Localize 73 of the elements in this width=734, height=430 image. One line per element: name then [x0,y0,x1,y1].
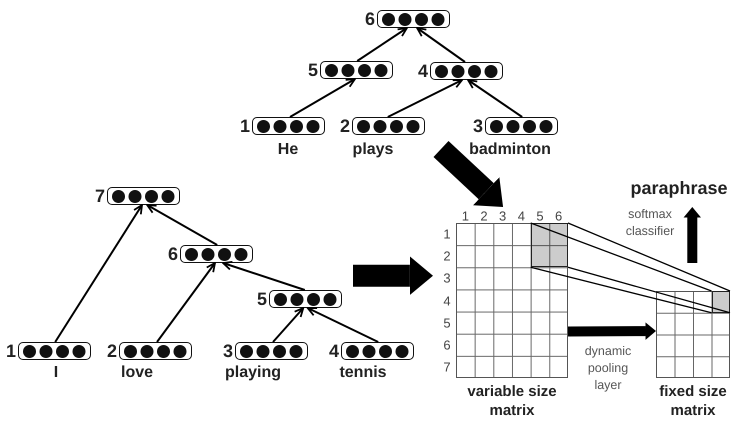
arrow [146,204,218,246]
column-number: 6 [555,208,562,224]
word-label: love [121,364,153,382]
word-label: playing [225,364,281,382]
vector-box [377,10,450,28]
arrow [356,27,408,62]
word-label: I [54,364,58,382]
row-number: 5 [443,315,451,330]
row-number: 1 [443,226,451,242]
output-label: paraphrase [628,178,730,198]
arrow [290,78,356,118]
vector-box [235,342,308,360]
shaded-cells [530,223,568,268]
arrow [306,307,379,343]
block-arrow [684,207,702,263]
arrow [467,79,523,118]
node-number: 4 [328,340,339,362]
arrow [387,79,463,118]
edge-label: dynamic pooling layer [583,343,633,394]
arrow [54,204,143,343]
row-number: 2 [443,248,451,264]
arrow [272,307,304,343]
projection-line [568,266,730,314]
vector-box [320,61,393,79]
row-number: 7 [443,359,451,374]
vector-box [107,187,180,205]
node-number: 5 [256,288,267,310]
block-arrow [433,140,504,207]
vector-box [18,342,91,360]
vector-box [252,117,325,135]
projection-line [530,266,712,314]
node-number: 6 [168,243,178,265]
block-arrow [568,322,656,340]
node-number: 3 [472,115,483,137]
shaded-cells [712,291,730,313]
arrow [222,260,306,291]
vector-box [485,117,558,135]
node-number: 1 [240,115,250,137]
block-arrow [353,256,433,295]
word-label: plays [352,141,394,159]
row-number: 6 [443,337,451,352]
node-number: 6 [364,8,375,30]
matrix-caption: variable size matrix [466,382,558,420]
matrix-grid [656,291,730,378]
vector-box [119,342,192,360]
column-number: 5 [536,208,544,224]
arrow [416,27,466,63]
column-number: 3 [499,208,506,224]
node-number: 4 [418,60,428,82]
row-number: 3 [443,270,451,286]
word-label: badminton [469,141,551,159]
matrix-caption: fixed size matrix [658,382,728,420]
node-number: 1 [6,340,16,362]
column-number: 1 [462,208,469,224]
node-number: 2 [106,340,117,362]
node-number: 5 [308,59,318,81]
row-number: 4 [443,293,451,308]
node-number: 7 [94,185,105,207]
node-number: 3 [222,340,233,362]
projection-line [568,222,730,292]
vector-box [430,62,503,80]
vector-box [341,342,414,360]
vector-box [180,245,253,263]
column-number: 4 [518,208,525,224]
projection-line [530,222,712,292]
vector-box [269,290,342,308]
matrix-grid [456,223,568,378]
word-label: tennis [339,364,387,382]
column-number: 2 [480,208,488,224]
vector-box [352,117,425,135]
node-number: 2 [340,115,350,137]
word-label: He [278,141,298,159]
arrow [156,262,216,343]
